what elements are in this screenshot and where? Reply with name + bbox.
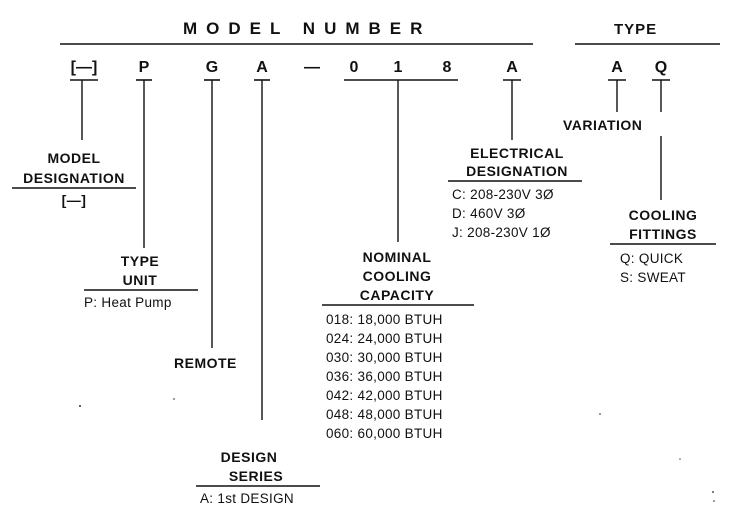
scan-speck bbox=[679, 458, 681, 460]
cooling-fittings-value: S: SWEAT bbox=[620, 270, 686, 285]
capacity-value: 060: 60,000 BTUH bbox=[326, 426, 443, 441]
label-cooling-fittings: COOLING FITTINGS Q: QUICK S: SWEAT bbox=[610, 207, 716, 285]
capacity-value: 036: 36,000 BTUH bbox=[326, 369, 443, 384]
design-series-value: A: 1st DESIGN bbox=[200, 491, 294, 506]
scan-speck bbox=[78, 404, 82, 408]
cooling-fittings-value: Q: QUICK bbox=[620, 251, 683, 266]
cooling-fittings-line-1: COOLING bbox=[629, 207, 698, 223]
capacity-value: 024: 24,000 BTUH bbox=[326, 331, 443, 346]
capacity-line-2: COOLING bbox=[363, 268, 432, 284]
capacity-value: 018: 18,000 BTUH bbox=[326, 312, 443, 327]
label-design-series: DESIGN SERIES A: 1st DESIGN bbox=[196, 449, 320, 506]
label-nominal-cooling-capacity: NOMINAL COOLING CAPACITY 018: 18,000 BTU… bbox=[322, 249, 474, 441]
electrical-value: J: 208-230V 1Ø bbox=[452, 225, 551, 240]
type-unit-line-1: TYPE bbox=[121, 253, 160, 269]
design-series-line-2: SERIES bbox=[229, 468, 283, 484]
design-series-line-1: DESIGN bbox=[221, 449, 278, 465]
model-number-heading: MODEL NUMBER bbox=[183, 19, 431, 38]
model-designation-value: [—] bbox=[62, 192, 87, 208]
electrical-line-2: DESIGNATION bbox=[466, 163, 568, 179]
electrical-line-1: ELECTRICAL bbox=[470, 145, 564, 161]
code-capacity-digit-3: 8 bbox=[443, 59, 452, 76]
code-electrical: A bbox=[506, 59, 518, 76]
electrical-value: C: 208-230V 3Ø bbox=[452, 187, 554, 202]
code-type-unit: P bbox=[139, 59, 150, 76]
cooling-fittings-line-2: FITTINGS bbox=[629, 226, 697, 242]
code-model-designation: [—] bbox=[71, 59, 98, 76]
code-capacity-digit-2: 1 bbox=[394, 59, 403, 76]
electrical-value: D: 460V 3Ø bbox=[452, 206, 526, 221]
scan-speck bbox=[599, 413, 601, 415]
type-unit-line-2: UNIT bbox=[123, 272, 158, 288]
code-cooling-fittings: Q bbox=[655, 59, 667, 76]
label-model-designation: MODEL DESIGNATION [—] bbox=[12, 150, 136, 208]
scan-speck bbox=[713, 500, 715, 502]
capacity-value: 042: 42,000 BTUH bbox=[326, 388, 443, 403]
capacity-value: 030: 30,000 BTUH bbox=[326, 350, 443, 365]
capacity-line-1: NOMINAL bbox=[363, 249, 432, 265]
label-variation: VARIATION bbox=[563, 117, 642, 133]
label-remote: REMOTE bbox=[174, 355, 237, 371]
code-capacity-digit-1: 0 bbox=[350, 59, 359, 76]
code-dash: — bbox=[304, 59, 320, 76]
model-designation-line-1: MODEL bbox=[47, 150, 100, 166]
model-designation-line-2: DESIGNATION bbox=[23, 170, 125, 186]
label-electrical-designation: ELECTRICAL DESIGNATION C: 208-230V 3Ø D:… bbox=[448, 145, 582, 240]
code-remote: G bbox=[206, 59, 218, 76]
capacity-line-3: CAPACITY bbox=[360, 287, 435, 303]
scan-speck bbox=[712, 491, 714, 493]
type-unit-value: P: Heat Pump bbox=[84, 295, 172, 310]
scan-speck bbox=[173, 398, 175, 400]
label-type-unit: TYPE UNIT P: Heat Pump bbox=[84, 253, 198, 310]
code-design-series: A bbox=[256, 59, 268, 76]
type-heading: TYPE bbox=[614, 21, 657, 38]
code-variation: A bbox=[611, 59, 623, 76]
capacity-value: 048: 48,000 BTUH bbox=[326, 407, 443, 422]
